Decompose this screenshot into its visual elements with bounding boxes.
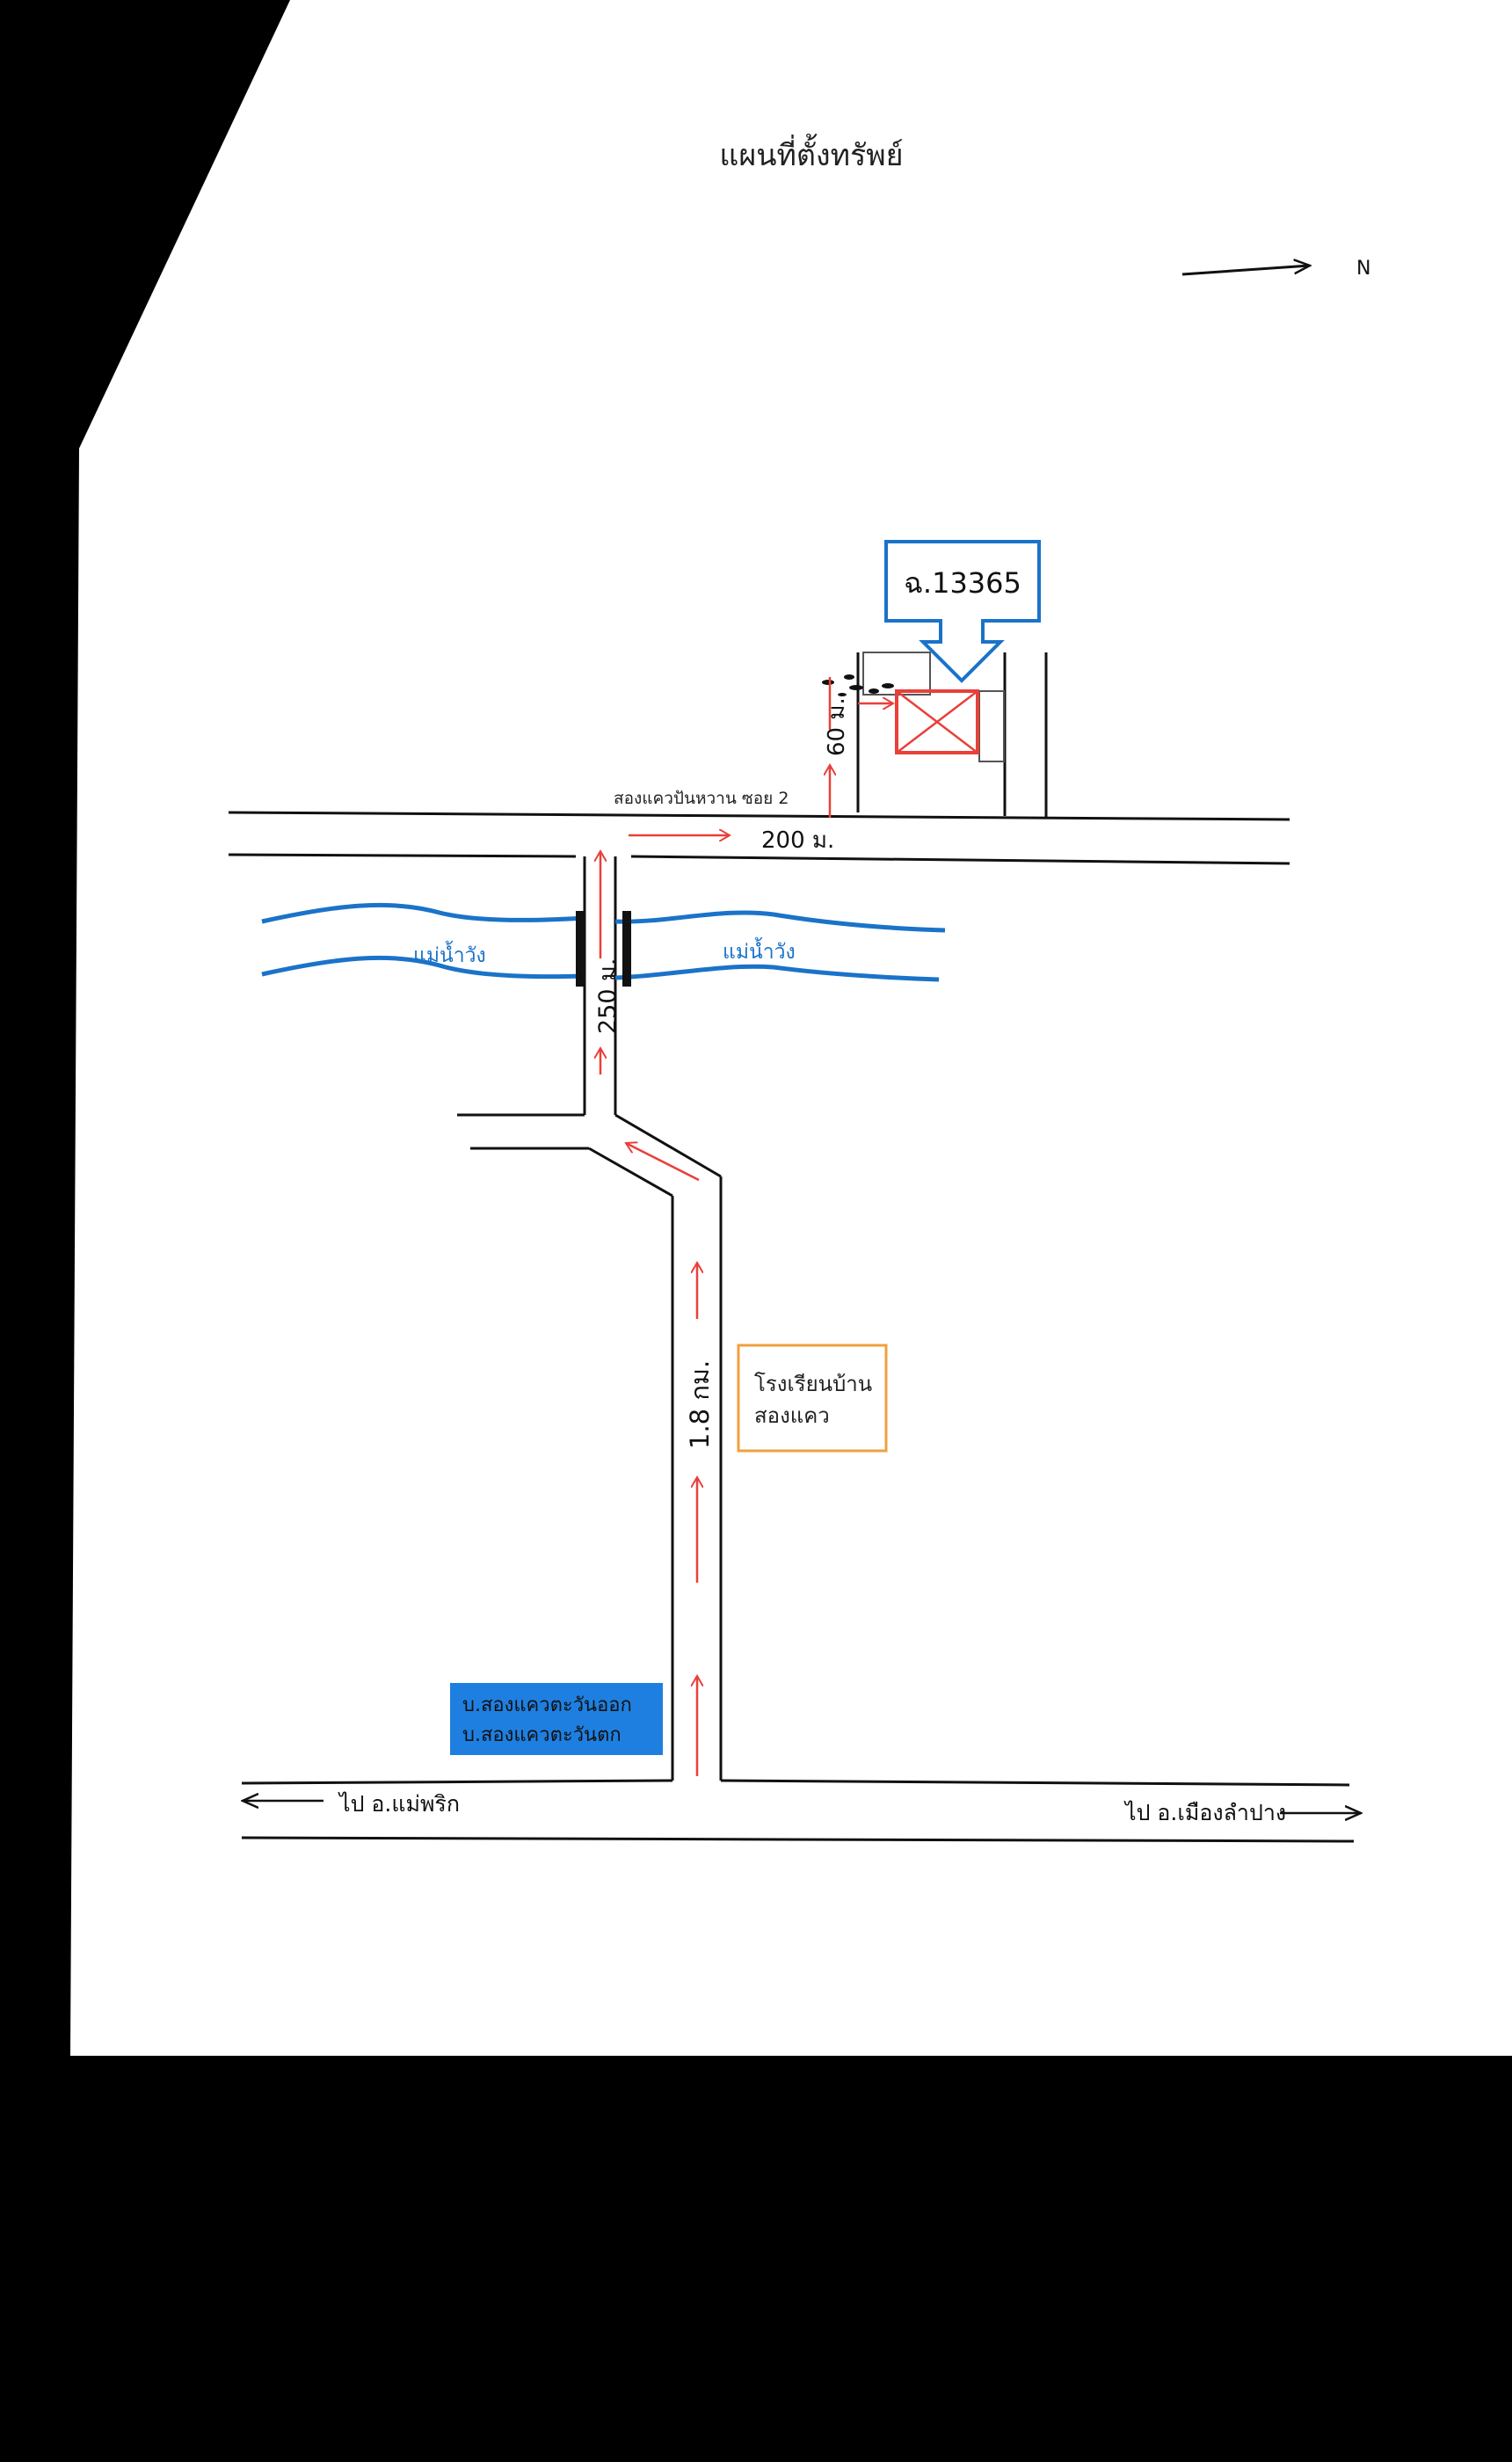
- distance-1-8km: 1.8 กม.: [685, 1360, 715, 1449]
- roads: [228, 652, 1355, 1843]
- route-arrows: [600, 677, 893, 1776]
- arrow-diagonal: [626, 1143, 700, 1182]
- to-right-label: ไป อ.เมืองลำปาง: [1123, 1800, 1286, 1825]
- trees-marks: [822, 674, 894, 696]
- village-label-line2: บ.สองแควตะวันตก: [462, 1724, 622, 1746]
- river-label-right: แม่น้ำวัง: [723, 937, 796, 964]
- river-bank-upper: [261, 902, 585, 924]
- soi-road-bottom-edge-left: [228, 853, 577, 858]
- bridge-post-right: [622, 911, 631, 987]
- soi-road-top-edge: [228, 811, 1290, 821]
- village-box: บ.สองแควตะวันออก บ.สองแควตะวันตก: [450, 1683, 663, 1755]
- distance-60m: 60 ม.: [824, 697, 850, 756]
- school-label-line1: โรงเรียนบ้าน: [754, 1372, 872, 1396]
- property-area: [822, 652, 1005, 762]
- river-bank-lower: [261, 955, 585, 980]
- distance-200m: 200 ม.: [761, 827, 834, 854]
- direction-left: ไป อ.แม่พริก: [243, 1791, 460, 1817]
- river: [261, 902, 946, 982]
- paper-sheet: [70, 0, 1512, 2056]
- soi-label: สองแควปันหวาน ซอย 2: [614, 789, 789, 808]
- school-box: โรงเรียนบ้าน สองแคว: [737, 1344, 888, 1453]
- to-left-label: ไป อ.แม่พริก: [338, 1791, 460, 1817]
- property-label: ฉ.13365: [904, 566, 1021, 600]
- village-label-line1: บ.สองแควตะวันออก: [462, 1694, 632, 1716]
- north-label: N: [1356, 258, 1370, 280]
- property-callout: ฉ.13365: [884, 540, 1041, 683]
- bridge-post-left: [576, 911, 585, 987]
- soi-road-bottom-edge-right: [630, 855, 1290, 865]
- direction-right: ไป อ.เมืองลำปาง: [1123, 1800, 1361, 1825]
- school-label-line2: สองแคว: [754, 1403, 830, 1428]
- north-arrow: N: [1181, 258, 1370, 280]
- property-box: [895, 689, 979, 754]
- map-title: แผนที่ตั้งทรัพย์: [719, 134, 903, 173]
- river-label-left: แม่น้ำวัง: [413, 941, 486, 967]
- distance-250m: 250 ม.: [594, 958, 622, 1035]
